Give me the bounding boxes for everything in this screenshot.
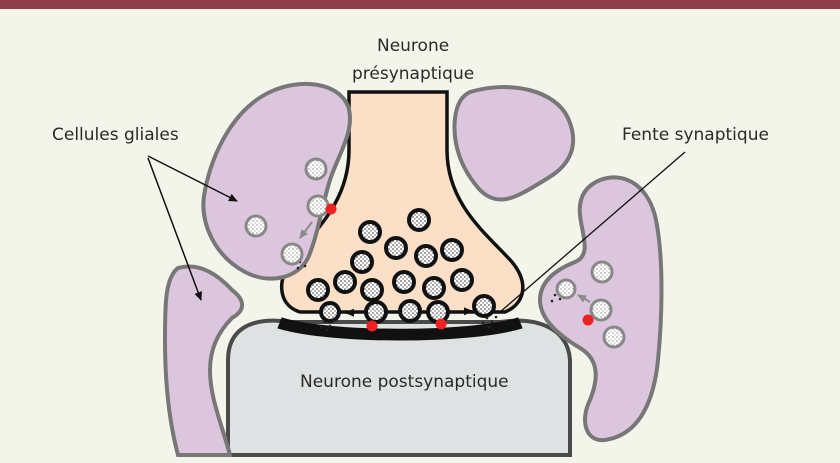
vesicle <box>409 210 429 230</box>
postsynaptic-label: Neurone postsynaptique <box>300 372 509 392</box>
vesicle <box>424 278 444 298</box>
transporter-dot <box>367 321 378 332</box>
transporter-dot <box>326 204 337 215</box>
glial-cell-upper-right <box>454 87 573 200</box>
vesicle <box>428 302 448 322</box>
vesicle <box>442 240 462 260</box>
vesicle <box>386 238 406 258</box>
glial-vesicle <box>246 216 266 236</box>
vesicle <box>360 222 380 242</box>
glial-vesicle <box>306 159 326 179</box>
glial-vesicle <box>308 196 328 216</box>
vesicle <box>452 270 472 290</box>
transporter-dot <box>583 315 594 326</box>
glial-vesicle <box>282 244 302 264</box>
vesicle <box>394 272 414 292</box>
glial-vesicle <box>604 327 624 347</box>
diffusion-arrow-right <box>450 311 472 312</box>
glial-cells-label: Cellules gliales <box>52 125 179 145</box>
glial-vesicle <box>557 280 575 298</box>
vesicle <box>474 296 494 316</box>
vesicle <box>362 280 382 300</box>
vesicle <box>416 246 436 266</box>
presynaptic-label: Neurone présynaptique <box>352 32 474 88</box>
vesicle <box>352 252 372 272</box>
diffusion-arrow-left <box>346 312 368 313</box>
vesicle <box>335 272 355 292</box>
vesicle <box>400 301 420 321</box>
glial-vesicle <box>592 262 612 282</box>
vesicle <box>321 303 339 321</box>
presynaptic-label-line2: présynaptique <box>352 60 474 88</box>
vesicle <box>308 280 328 300</box>
glial-vesicle <box>591 300 611 320</box>
synaptic-cleft-label: Fente synaptique <box>622 125 769 145</box>
transporter-dot <box>436 319 447 330</box>
presynaptic-label-line1: Neurone <box>352 32 474 60</box>
vesicle <box>366 302 386 322</box>
